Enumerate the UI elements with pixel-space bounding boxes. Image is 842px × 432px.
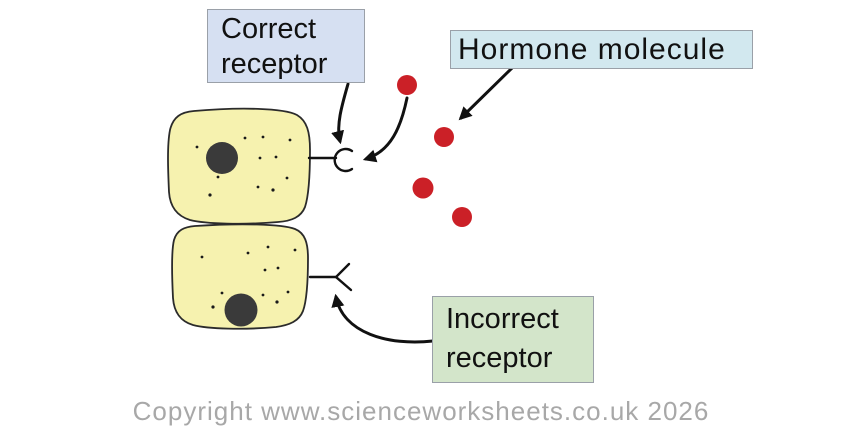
cell-top [167, 107, 311, 225]
cell-bottom [171, 223, 309, 330]
nucleus-top-cell [206, 142, 238, 174]
hormone-molecule-dot [452, 207, 472, 227]
hormone-molecule-dot [412, 177, 434, 199]
cell-speckles-bottom [200, 245, 297, 309]
hormone-molecule-label-text: Hormone molecule [458, 33, 726, 66]
incorrect-receptor-shape [308, 262, 353, 292]
arrow-incorrect-label-to-receptor [331, 293, 435, 344]
incorrect-receptor-label-line2: receptor [446, 342, 553, 374]
incorrect-receptor-label: Incorrect receptor [432, 296, 594, 383]
hormone-molecule-label: Hormone molecule [450, 30, 753, 69]
correct-receptor-label-line1: Correct [221, 13, 317, 45]
nucleus-bottom-cell [224, 293, 258, 327]
correct-receptor-shape [307, 147, 354, 173]
arrow-hormone-to-correct-receptor [362, 96, 409, 163]
hormone-molecule-dot [434, 127, 454, 147]
hormone-molecule-dot [397, 75, 417, 95]
incorrect-receptor-label-line1: Incorrect [446, 303, 559, 335]
cell-speckles-top [195, 135, 292, 197]
hormone-molecule-dots [397, 75, 472, 227]
arrow-correct-label-to-receptor [331, 82, 350, 145]
arrow-hormone-label-to-dot [458, 66, 514, 121]
correct-receptor-label-line2: receptor [221, 48, 328, 80]
copyright-text: Copyright www.scienceworksheets.co.uk 20… [132, 396, 710, 426]
correct-receptor-label: Correct receptor [207, 9, 365, 83]
